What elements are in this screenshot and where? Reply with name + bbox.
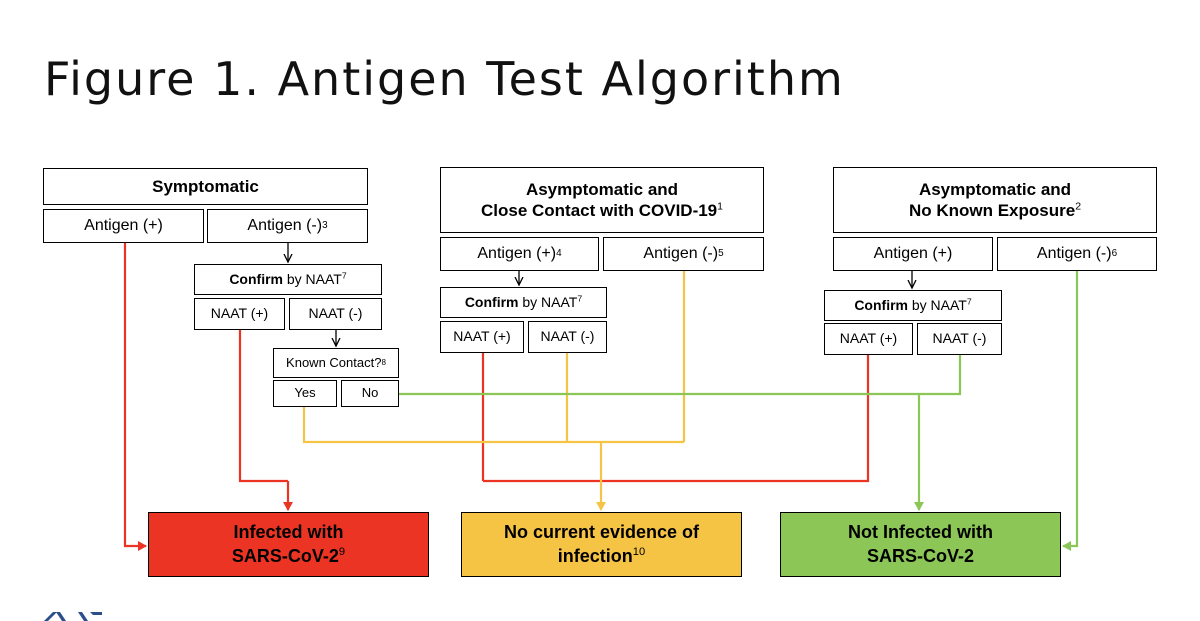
yellow-path-yes <box>302 407 684 444</box>
close-contact-antigen-positive: Antigen (+)4 <box>440 237 599 271</box>
close-contact-naat-positive: NAAT (+) <box>440 321 524 353</box>
symptomatic-antigen-negative: Antigen (-)3 <box>207 209 368 243</box>
close-contact-naat-negative: NAAT (-) <box>528 321 607 353</box>
symptomatic-antigen-positive: Antigen (+) <box>43 209 204 243</box>
no-exposure-antigen-negative: Antigen (-)6 <box>997 237 1157 271</box>
symptomatic-naat-negative: NAAT (-) <box>289 298 382 330</box>
no-exposure-naat-positive: NAAT (+) <box>824 323 913 355</box>
close-contact-confirm-naat: Confirm by NAAT7 <box>440 287 607 318</box>
close-contact-antigen-negative: Antigen (-)5 <box>603 237 764 271</box>
symptomatic-naat-positive: NAAT (+) <box>194 298 285 330</box>
known-contact-no: No <box>341 380 399 407</box>
known-contact-question: Known Contact?8 <box>273 348 399 378</box>
green-path-no-exposure-antigen-neg <box>1062 271 1079 551</box>
red-path-symptomatic-naat-pos <box>238 330 288 483</box>
symptomatic-confirm-naat: Confirm by NAAT7 <box>194 264 382 295</box>
red-path-no-exposure-naat-pos <box>483 355 870 483</box>
no-exposure-confirm-naat: Confirm by NAAT7 <box>824 290 1002 321</box>
known-contact-yes: Yes <box>273 380 337 407</box>
figure-title: Figure 1. Antigen Test Algorithm <box>44 52 845 106</box>
green-path-no-exposure-naat-neg <box>919 355 962 396</box>
red-path-symptomatic-antigen-pos <box>123 243 147 551</box>
agency-logo-icon <box>44 612 102 621</box>
no-exposure-antigen-positive: Antigen (+) <box>833 237 993 271</box>
no-exposure-naat-negative: NAAT (-) <box>917 323 1002 355</box>
symptomatic-header: Symptomatic <box>43 168 368 205</box>
